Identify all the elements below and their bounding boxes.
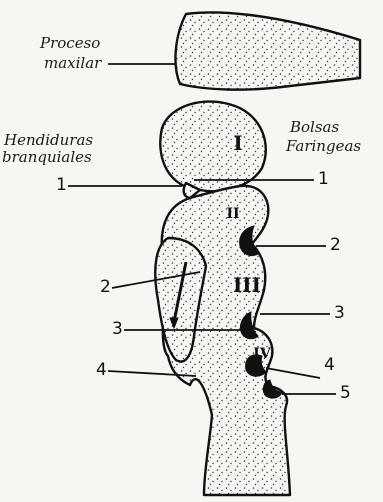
proceso-label-line2: maxilar [44, 54, 102, 72]
pouch-3-number: 3 [334, 303, 345, 323]
bolsas-label-line1: Bolsas [289, 118, 339, 136]
bolsas-label-line2: Faringeas [285, 137, 361, 155]
pouch-5-number: 5 [340, 383, 351, 403]
arch-3-numeral: III [233, 273, 261, 297]
pouch-4-leader [266, 368, 320, 378]
pouch-2-number: 2 [330, 235, 341, 255]
cleft-2-number: 2 [100, 277, 111, 297]
pouch-4-number: 4 [324, 355, 335, 375]
hendiduras-label-line1: Hendiduras [3, 131, 93, 149]
arch-1-numeral: I [233, 131, 242, 155]
arch-4-numeral: IV [253, 346, 272, 362]
proceso-label-line1: Proceso [39, 34, 100, 52]
cleft-1-number: 1 [56, 175, 67, 195]
cleft-3-number: 3 [112, 319, 123, 339]
cleft-4-number: 4 [96, 360, 107, 380]
hendiduras-label-line2: branquiales [2, 148, 92, 166]
arch-1-shape [160, 102, 265, 192]
arch-2-numeral: II [226, 206, 239, 222]
maxillary-process [175, 12, 360, 89]
pouch-1-number: 1 [318, 169, 329, 189]
